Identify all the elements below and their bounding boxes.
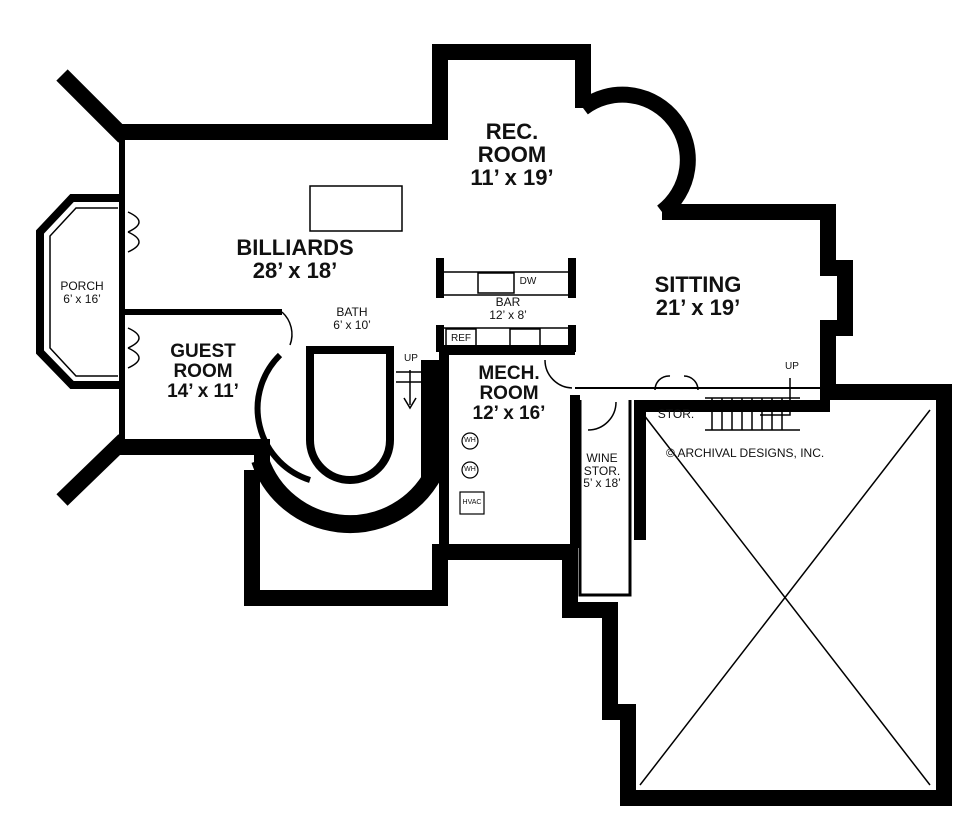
guest-door <box>281 311 293 346</box>
bath-label: BATH 6’ x 10’ <box>333 306 371 331</box>
rec-room-name-2: ROOM <box>477 142 547 168</box>
bath-size: 6’ x 10’ <box>333 317 371 332</box>
guest-room-size: 14’ x 11’ <box>167 380 239 402</box>
stor-doors <box>654 375 699 391</box>
wing-south <box>56 434 130 506</box>
stair-left-arrow <box>396 370 430 410</box>
bar-label: BAR 12’ x 8’ <box>489 296 527 321</box>
mech-room-size: 12’ x 16’ <box>472 402 546 424</box>
copyright-notice: © ARCHIVAL DESIGNS, INC. <box>666 446 825 460</box>
mech-room-name-2: ROOM <box>479 382 539 404</box>
bar-counter <box>440 271 572 351</box>
stair-curve-wall <box>251 360 439 534</box>
wine-size: 5’ x 18’ <box>583 476 621 491</box>
wine-name-2: STOR. <box>583 463 621 478</box>
billiards-label: BILLIARDS 28’ x 18’ <box>236 236 353 282</box>
hvac-box <box>459 491 485 515</box>
sitting-label: SITTING 21’ x 19’ <box>655 273 742 319</box>
wh2-circle <box>461 461 479 479</box>
exterior-wall-east <box>244 204 952 806</box>
ref-box <box>445 328 477 350</box>
wine-walls <box>578 400 632 597</box>
billiard-table <box>309 185 403 232</box>
water-heater-2-label: WH <box>464 466 476 473</box>
bath-name: BATH <box>336 305 368 319</box>
bar-name: BAR <box>495 295 521 309</box>
stair-inner <box>254 352 311 483</box>
hvac-label: HVAC <box>462 499 482 506</box>
sitting-name: SITTING <box>654 272 742 297</box>
rec-room-name-1: REC. <box>485 119 539 144</box>
storage-label: STOR. <box>657 407 695 421</box>
stairs-up-left-label: UP <box>404 353 418 364</box>
mech-room-name-1: MECH. <box>478 363 540 384</box>
wh1-circle <box>461 432 479 450</box>
stair-right <box>705 378 800 431</box>
porch-wall <box>36 194 120 389</box>
sink <box>477 272 515 294</box>
bar-walls <box>436 258 576 352</box>
wine-door <box>587 401 617 431</box>
sitting-bay-wall <box>578 86 696 219</box>
garage-x <box>639 409 931 786</box>
porch-size: 6’ x 16’ <box>63 291 101 306</box>
mech-room-label: MECH. ROOM 12’ x 16’ <box>473 364 546 424</box>
mech-door <box>544 359 573 389</box>
billiards-size: 28’ x 18’ <box>252 258 338 284</box>
porch-door-south <box>127 327 140 369</box>
porch-door-north <box>127 211 140 253</box>
cooktop <box>509 328 541 350</box>
guest-room-name-2: ROOM <box>173 360 233 382</box>
guest-room-name-1: GUEST <box>170 341 236 362</box>
stor-walls <box>634 400 830 540</box>
wing-north <box>56 69 130 143</box>
dishwasher-label: DW <box>519 276 537 287</box>
porch-label: PORCH 6’ x 16’ <box>60 280 103 305</box>
porch-inner <box>49 207 118 377</box>
billiards-name: BILLIARDS <box>236 235 354 260</box>
wine-name-1: WINE <box>586 451 618 465</box>
exterior-wall-north <box>120 44 591 140</box>
guest-room-label: GUEST ROOM 14’ x 11’ <box>167 342 239 402</box>
guest-south-wall <box>120 439 270 470</box>
bar-size: 12’ x 8’ <box>489 307 527 322</box>
sitting-size: 21’ x 19’ <box>655 295 741 321</box>
water-heater-1-label: WH <box>464 437 476 444</box>
rec-room-size: 11’ x 19’ <box>470 165 554 191</box>
stairs-up-right-label: UP <box>785 361 799 372</box>
wine-storage-label: WINE STOR. 5’ x 18’ <box>583 452 621 490</box>
rec-room-label: REC. ROOM 11’ x 19’ <box>470 120 553 189</box>
refrigerator-label: REF <box>451 333 471 344</box>
bath-walls <box>306 346 394 484</box>
porch-name: PORCH <box>60 279 104 293</box>
